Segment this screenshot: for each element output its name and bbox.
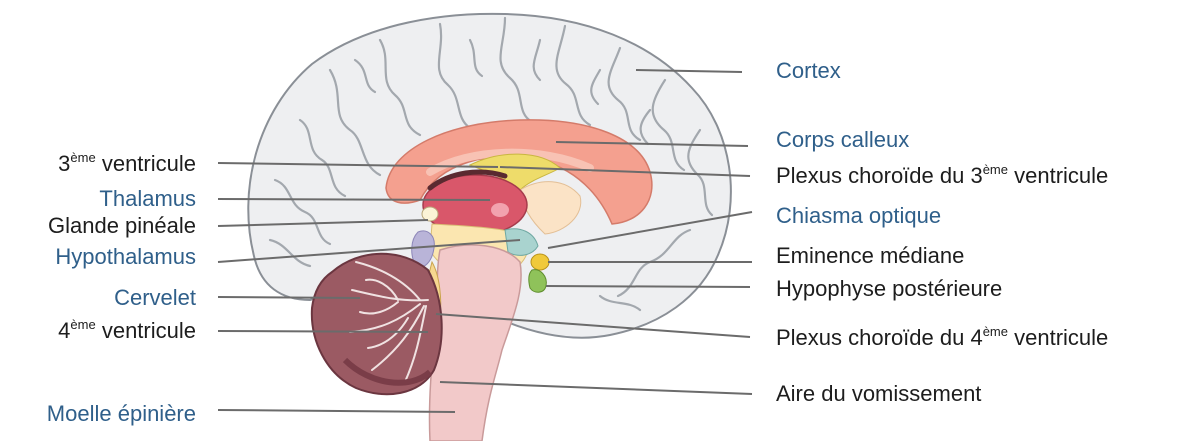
leader-hypophyse	[546, 286, 750, 287]
leader-thalamus	[218, 199, 490, 200]
thalamus-highlight	[491, 203, 509, 217]
label-hypophyse-posterieure: Hypophyse postérieure	[776, 276, 1002, 302]
leader-moelle	[218, 410, 455, 412]
label-chiasma-optique: Chiasma optique	[776, 203, 941, 229]
label-ventricule-4: 4ème ventricule	[58, 318, 196, 344]
label-cortex: Cortex	[776, 58, 841, 84]
label-hypothalamus: Hypothalamus	[55, 244, 196, 270]
label-corps-calleux: Corps calleux	[776, 127, 909, 153]
label-thalamus: Thalamus	[99, 186, 196, 212]
leader-cervelet	[218, 297, 360, 298]
leader-ventricule-4	[218, 331, 428, 332]
label-plexus-choroide-3: Plexus choroïde du 3ème ventricule	[776, 163, 1108, 189]
glande-pineale-shape	[422, 207, 438, 221]
label-ventricule-3: 3ème ventricule	[58, 151, 196, 177]
label-glande-pineale: Glande pinéale	[48, 213, 196, 239]
label-eminence-mediane: Eminence médiane	[776, 243, 964, 269]
eminence-shape	[531, 254, 549, 270]
label-aire-vomissement: Aire du vomissement	[776, 381, 981, 407]
label-plexus-choroide-4: Plexus choroïde du 4ème ventricule	[776, 325, 1108, 351]
label-cervelet: Cervelet	[114, 285, 196, 311]
label-moelle-epiniere: Moelle épinière	[47, 401, 196, 427]
